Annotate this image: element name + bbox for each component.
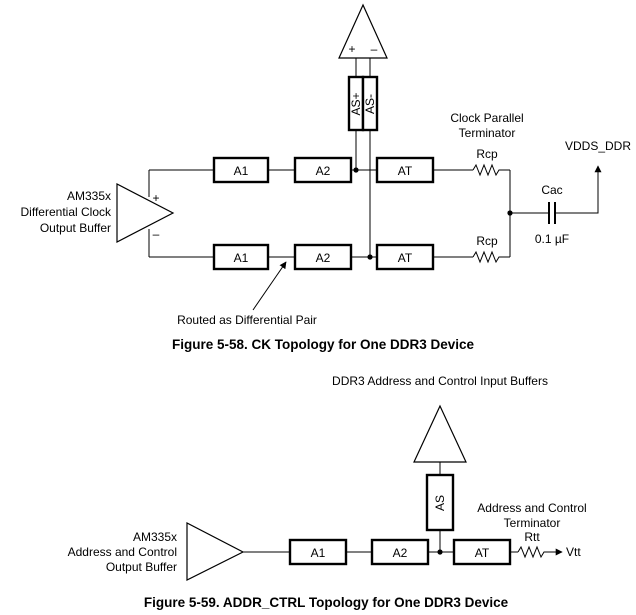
driver-plus-sign: +	[152, 191, 159, 205]
ck-top-a2-segment	[293, 156, 353, 184]
ck-bottom-at-segment	[375, 243, 435, 271]
ck-driver-buffer-icon	[116, 183, 175, 243]
terminator-label-line2: Terminator	[459, 126, 516, 140]
ck-bottom-a2-segment	[293, 243, 353, 271]
ck-top-a2-label: A2	[316, 164, 331, 178]
vdds-ddr-label: VDDS_DDR	[565, 139, 631, 153]
ck-bottom-a2-label: A2	[316, 251, 331, 265]
routed-note: Routed as Differential Pair	[177, 313, 317, 327]
rtt-label: Rtt	[524, 530, 540, 544]
addr-a1-segment	[288, 538, 348, 566]
addr-driver-label-line2: Address and Control	[68, 545, 177, 559]
ck-bottom-a1-label: A1	[234, 251, 249, 265]
ck-driver-label-line2: Differential Clock	[21, 205, 112, 219]
ck-driver-label-line3: Output Buffer	[40, 221, 111, 235]
figure-5-59-caption: Figure 5-59. ADDR_CTRL Topology for One …	[144, 595, 509, 610]
ck-top-a1-segment	[212, 156, 270, 184]
cac-label: Cac	[541, 183, 562, 197]
addr-as-label: AS	[433, 495, 447, 511]
addr-driver-label-line3: Output Buffer	[106, 560, 177, 574]
receiver-minus-sign: –	[371, 42, 378, 56]
ck-bottom-at-label: AT	[398, 251, 413, 265]
ck-top-at-segment	[375, 156, 435, 184]
addr-terminator-label-line1: Address and Control	[477, 501, 586, 515]
rcp-bottom-resistor-icon	[472, 250, 510, 264]
as-minus-label: AS-	[363, 94, 377, 114]
addr-a1-label: A1	[311, 546, 326, 560]
ck-receiver-buffer-icon	[338, 3, 388, 59]
ck-top-a1-label: A1	[234, 164, 249, 178]
rcp-top-resistor-icon	[472, 163, 510, 177]
figure-5-59: DDR3 Address and Control Input Buffers A…	[68, 374, 587, 610]
addr-at-label: AT	[475, 546, 490, 560]
rtt-resistor-icon	[517, 545, 549, 559]
rcp-top-label: Rcp	[476, 147, 498, 161]
addr-a2-segment	[370, 538, 430, 566]
addr-a2-label: A2	[393, 546, 408, 560]
addr-receiver-title: DDR3 Address and Control Input Buffers	[332, 374, 548, 388]
rcp-bottom-label: Rcp	[476, 234, 498, 248]
figure-5-58-caption: Figure 5-58. CK Topology for One DDR3 De…	[172, 337, 475, 352]
ck-top-at-label: AT	[398, 164, 413, 178]
addr-driver-label-line1: AM335x	[133, 530, 177, 544]
figure-5-58: + – AS+ AS- + – AM335x Differential Cloc…	[21, 3, 631, 352]
as-plus-label: AS+	[349, 92, 363, 115]
addr-driver-buffer-icon	[186, 522, 245, 581]
terminator-label-line1: Clock Parallel	[450, 111, 523, 125]
ck-bottom-a1-segment	[212, 243, 270, 271]
addr-at-segment	[452, 538, 512, 566]
receiver-plus-sign: +	[348, 42, 355, 56]
vtt-label: Vtt	[566, 545, 581, 559]
routed-pointer-arrow	[252, 261, 287, 311]
driver-minus-sign: –	[153, 227, 160, 241]
addr-terminator-label-line2: Terminator	[504, 516, 561, 530]
cac-value: 0.1 µF	[535, 232, 569, 246]
ck-driver-label-line1: AM335x	[67, 189, 111, 203]
addr-receiver-buffer-icon	[413, 404, 467, 463]
